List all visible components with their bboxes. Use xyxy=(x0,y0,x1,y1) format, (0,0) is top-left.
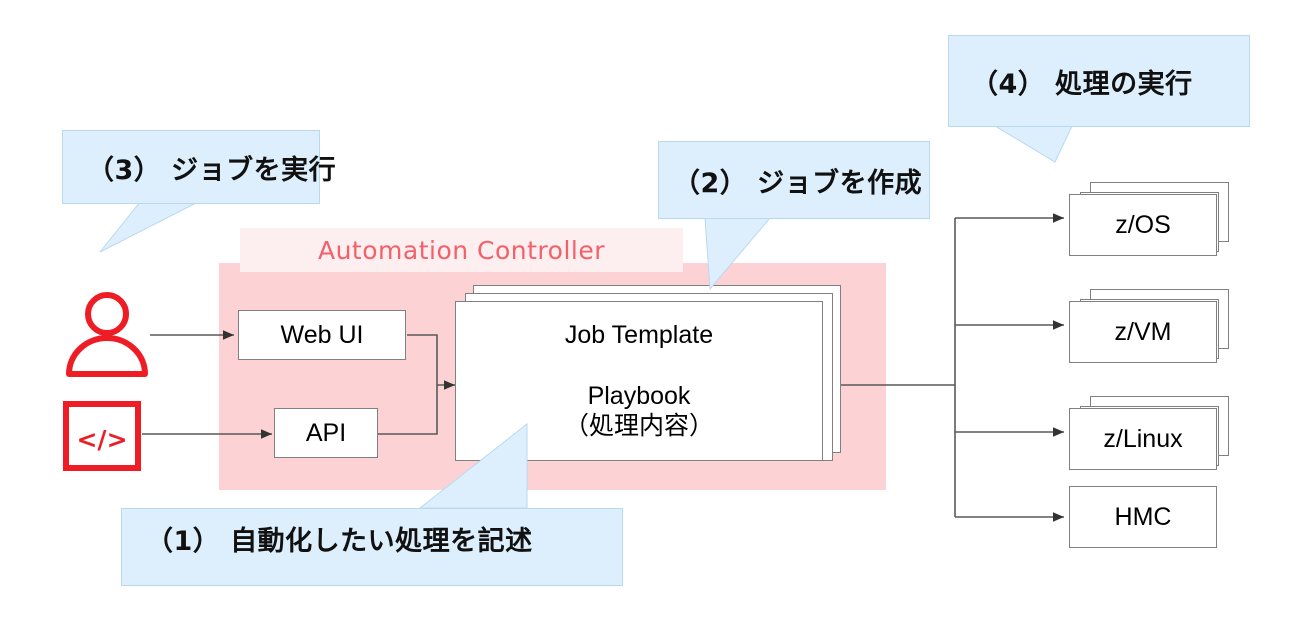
callout-1-text: （1） 自動化したい処理を記述 xyxy=(146,526,533,557)
callout-4: （4） 処理の実行 xyxy=(948,35,1250,127)
z-linux-box[interactable]: z/Linux xyxy=(1069,408,1217,470)
callout-4-text: （4） 処理の実行 xyxy=(971,68,1193,100)
job-template-box[interactable]: Job Template Playbook （処理内容） xyxy=(455,301,823,461)
svg-text:</>: </> xyxy=(76,425,127,454)
callout-3-tail xyxy=(99,201,199,253)
z-os-box[interactable]: z/OS xyxy=(1069,194,1217,256)
job-template-title: Job Template xyxy=(564,321,714,350)
automation-controller-title: Automation Controller xyxy=(317,235,606,265)
code-icon: </> xyxy=(63,401,141,471)
job-template-playbook-label: Playbook xyxy=(587,381,691,410)
web-ui-label: Web UI xyxy=(280,320,364,349)
api-label: API xyxy=(305,418,347,447)
callout-1: （1） 自動化したい処理を記述 xyxy=(121,508,623,586)
z-vm-box[interactable]: z/VM xyxy=(1069,301,1217,363)
automation-controller-banner: Automation Controller xyxy=(240,228,683,272)
hmc-label: HMC xyxy=(1114,502,1172,531)
callout-2: （2） ジョブを作成 xyxy=(658,141,930,219)
z-os-label: z/OS xyxy=(1115,210,1171,239)
callout-2-text: （2） ジョブを作成 xyxy=(673,167,923,199)
job-template-playbook-detail: （処理内容） xyxy=(563,411,714,441)
z-vm-label: z/VM xyxy=(1114,317,1172,346)
user-icon xyxy=(66,292,148,377)
z-linux-label: z/Linux xyxy=(1103,424,1183,453)
web-ui-box[interactable]: Web UI xyxy=(238,310,406,360)
callout-3: （3） ジョブを実行 xyxy=(62,130,336,204)
callout-4-tail xyxy=(993,125,1073,163)
callout-3-text: （3） ジョブを実行 xyxy=(87,154,337,186)
hmc-box[interactable]: HMC xyxy=(1069,486,1217,548)
api-box[interactable]: API xyxy=(274,408,378,458)
